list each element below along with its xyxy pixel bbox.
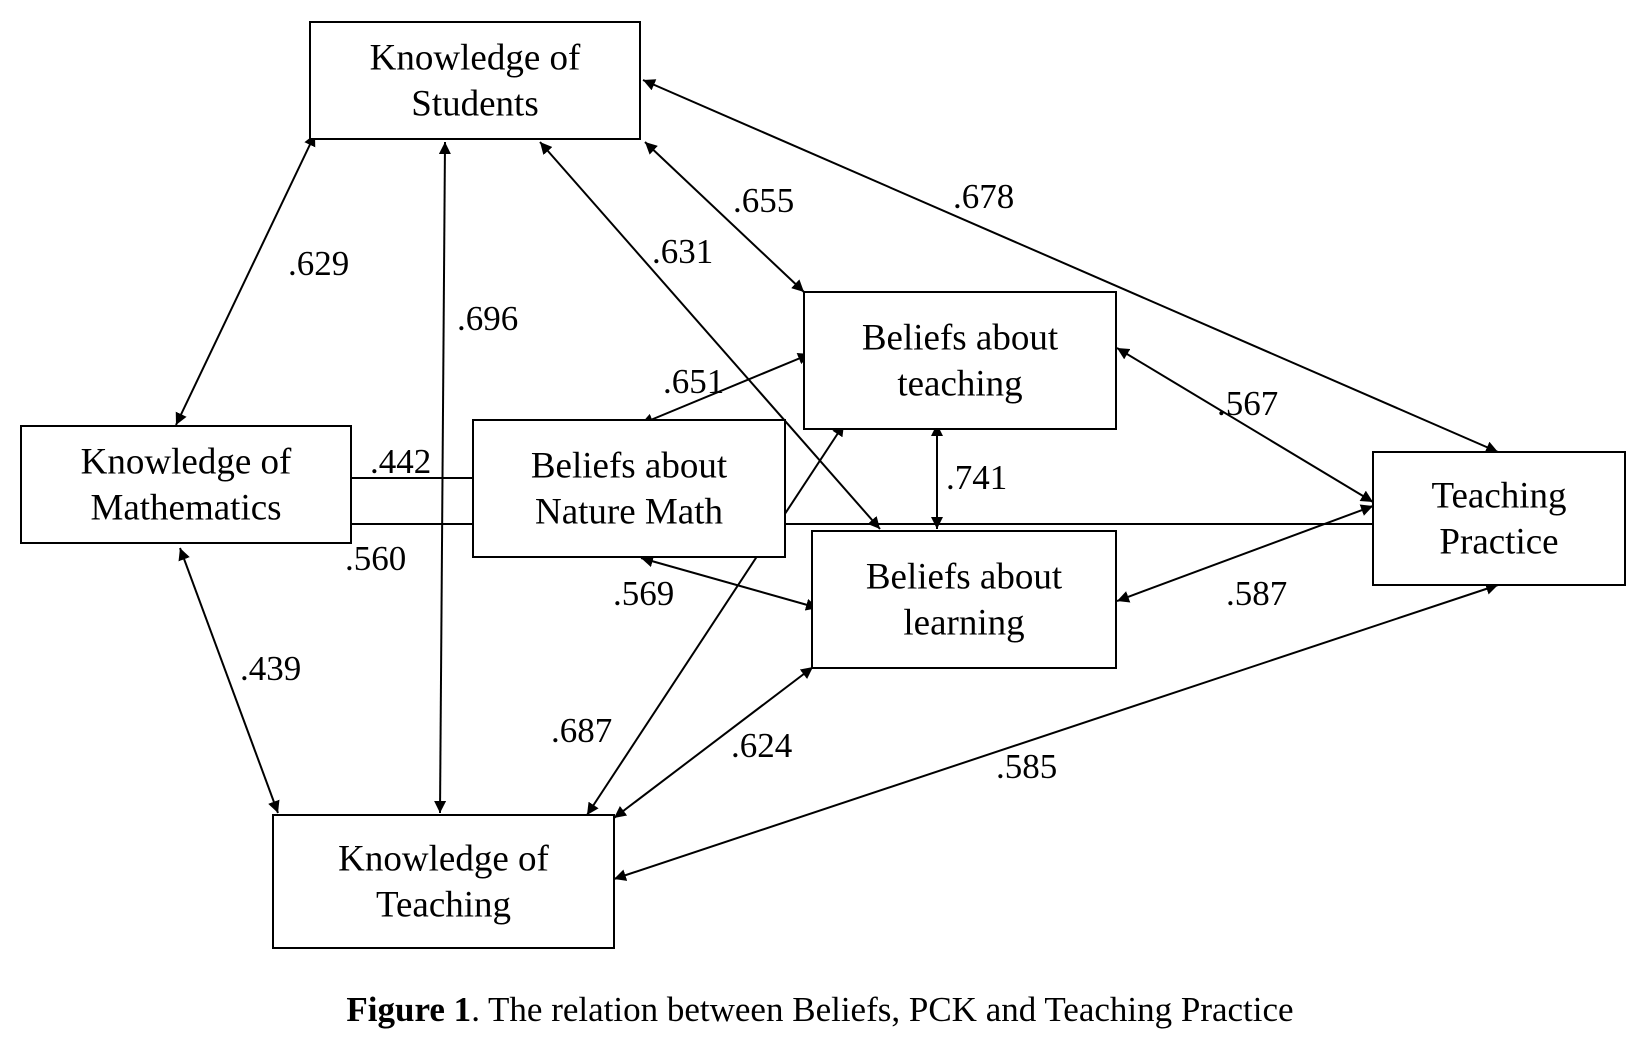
edge-label-students-kteach: .696 bbox=[457, 299, 518, 338]
node-label-nature-line-2: Nature Math bbox=[535, 492, 724, 533]
node-box-bteach bbox=[803, 291, 1117, 430]
node-label-kteach-line-2: Teaching bbox=[376, 885, 511, 926]
edge-label-bteach-kteach: .687 bbox=[551, 711, 612, 750]
node-math: Knowledge of Mathematics bbox=[20, 425, 352, 544]
figure-caption: Figure 1. The relation between Beliefs, … bbox=[0, 990, 1640, 1030]
node-label-students-line-1: Knowledge of bbox=[370, 38, 581, 79]
node-label-students-line-2: Students bbox=[411, 84, 538, 125]
node-blearn: Beliefs about learning bbox=[811, 530, 1117, 669]
edge-label-bteach-blearn: .741 bbox=[946, 458, 1007, 497]
node-label-math-line-1: Knowledge of bbox=[81, 442, 292, 483]
edge-label-students-bteach: .655 bbox=[733, 181, 794, 220]
edge-students-math bbox=[175, 133, 316, 426]
edge-math-kteach bbox=[178, 547, 280, 814]
edge-label-nature-blearn: .569 bbox=[613, 574, 674, 613]
node-students: Knowledge of Students bbox=[309, 21, 641, 140]
edge-bteach-practice bbox=[1116, 347, 1374, 503]
caption-figure-number: Figure 1 bbox=[346, 990, 472, 1029]
edge-label-students-blearn: .631 bbox=[652, 232, 713, 271]
edge-label-practice-kteach: .585 bbox=[996, 747, 1057, 786]
node-label-blearn-line-2: learning bbox=[903, 603, 1024, 644]
node-bteach: Beliefs about teaching bbox=[803, 291, 1117, 430]
node-label-nature-line-1: Beliefs about bbox=[531, 446, 728, 487]
node-label-practice-line-1: Teaching bbox=[1431, 476, 1566, 517]
node-label-bteach-line-1: Beliefs about bbox=[862, 318, 1059, 359]
node-box-students bbox=[309, 21, 641, 140]
edge-label-bteach-practice: .567 bbox=[1217, 384, 1278, 423]
edge-label-nature-bteach: .651 bbox=[663, 362, 724, 401]
edge-label-math-kteach: .439 bbox=[240, 649, 301, 688]
node-label-math-line-2: Mathematics bbox=[90, 488, 281, 529]
edge-label-math-practice: .560 bbox=[345, 539, 406, 578]
node-box-nature bbox=[472, 419, 786, 558]
node-label-kteach-line-1: Knowledge of bbox=[338, 839, 549, 880]
node-box-practice bbox=[1372, 451, 1626, 586]
labels-layer: .629 .696 .631 .655 .678 .442 .560 .439 .651 .569… bbox=[240, 177, 1287, 786]
edge-label-blearn-kteach: .624 bbox=[731, 726, 792, 765]
node-box-blearn bbox=[811, 530, 1117, 669]
node-kteach: Knowledge of Teaching bbox=[272, 814, 615, 949]
node-label-blearn-line-1: Beliefs about bbox=[866, 557, 1063, 598]
node-label-practice-line-2: Practice bbox=[1439, 522, 1558, 563]
edge-label-math-nature: .442 bbox=[370, 442, 431, 481]
edge-nature-bteach bbox=[640, 353, 811, 425]
node-box-kteach bbox=[272, 814, 615, 949]
node-box-math bbox=[20, 425, 352, 544]
edge-label-students-math: .629 bbox=[288, 244, 349, 283]
caption-text: . The relation between Beliefs, PCK and … bbox=[471, 990, 1294, 1029]
edge-practice-kteach bbox=[613, 583, 1499, 881]
edge-label-blearn-practice: .587 bbox=[1226, 574, 1287, 613]
edge-label-students-practice: .678 bbox=[953, 177, 1014, 216]
node-label-bteach-line-2: teaching bbox=[897, 364, 1022, 405]
